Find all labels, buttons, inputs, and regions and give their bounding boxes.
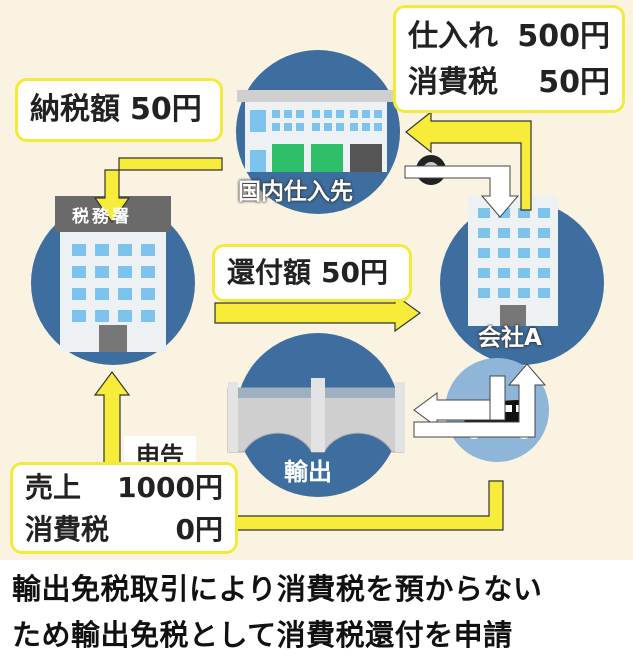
purchase-box: 仕入れ 500円 消費税 50円 (393, 5, 625, 113)
purchase-label: 仕入れ (408, 19, 498, 54)
company-building-icon (468, 196, 558, 326)
purchase-tax-value: 50円 (538, 65, 610, 100)
sales-label: 売上 (25, 471, 82, 504)
arrow-company-to-supplier (405, 110, 532, 211)
arrow-goods-supplier-to-company (404, 165, 520, 218)
sales-tax-value: 0円 (175, 513, 223, 546)
caption-line-1: 輸出免税取引により消費税を預からない (12, 572, 543, 606)
export-label: 輸出 (284, 458, 332, 486)
sales-tax-label: 消費税 (25, 513, 110, 546)
diagram-graphics (31, 50, 604, 531)
refund-value: 50円 (321, 256, 388, 289)
purchase-tax-label: 消費税 (408, 65, 498, 100)
tax-paid-box: 納税額 50円 (15, 78, 223, 142)
arrow-supplier-to-tax-office (93, 157, 223, 224)
purchase-value: 500円 (517, 19, 610, 54)
sales-value: 1000円 (117, 471, 223, 504)
warehouse-icon (237, 90, 395, 172)
sales-box: 売上 1000円 消費税 0円 (10, 462, 238, 554)
arrow-goods-to-company (413, 363, 547, 438)
caption-line-2: ため輸出免税として消費税還付を申請 (12, 618, 513, 652)
supplier-label: 国内仕入先 (238, 179, 353, 205)
arrow-sales-to-company (236, 480, 504, 531)
tax-paid-label: 納税額 (30, 92, 120, 127)
refund-box: 還付額 50円 (212, 244, 412, 302)
arrow-goods-company-down (489, 375, 506, 421)
tax-office-label: 税務署 (72, 207, 132, 227)
company-label: 会社A (478, 325, 542, 351)
refund-label: 還付額 (227, 256, 312, 289)
bridge-icon (227, 378, 405, 453)
tax-paid-value: 50円 (130, 92, 202, 127)
